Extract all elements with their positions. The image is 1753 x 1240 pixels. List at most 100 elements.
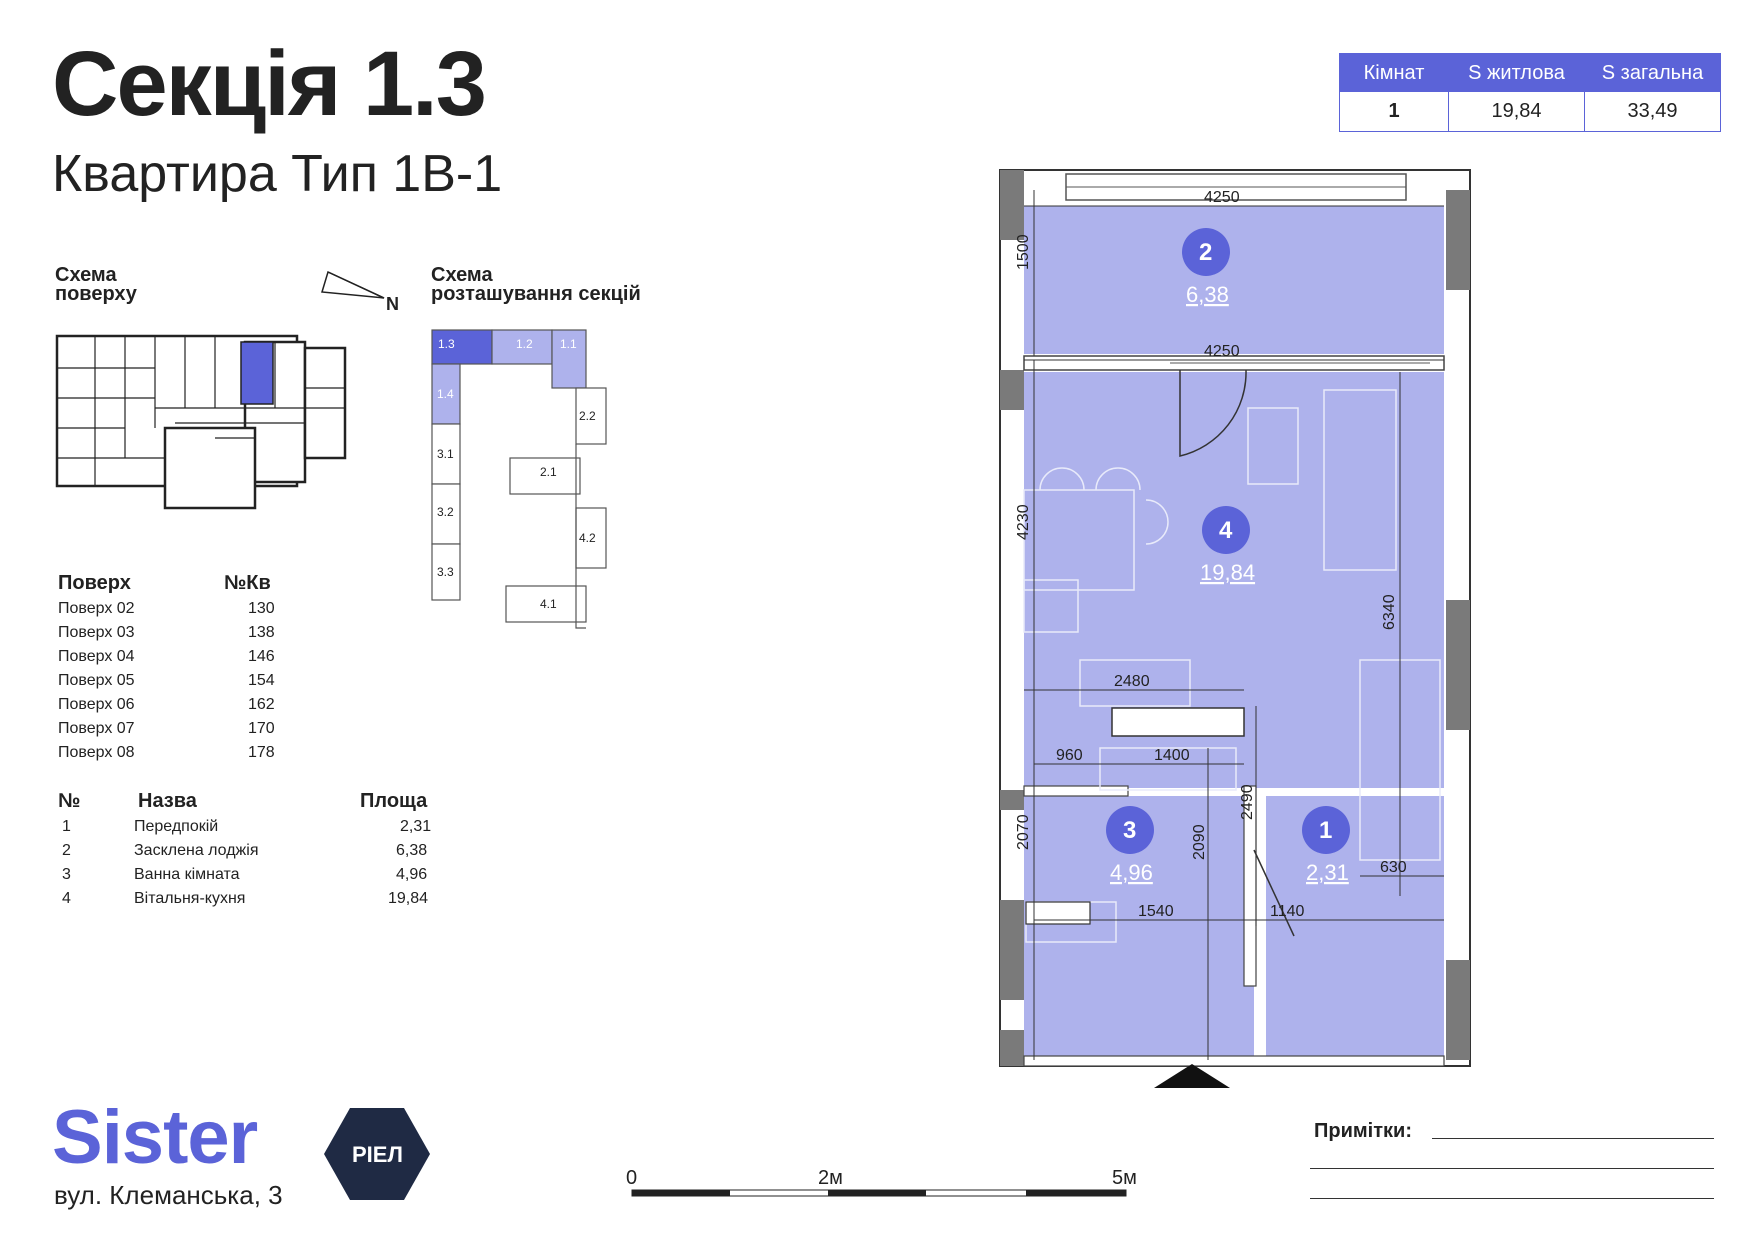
address: вул. Клеманська, 3 xyxy=(54,1180,283,1210)
dim-2490: 2490 xyxy=(1239,784,1256,820)
floor-scheme-label: Схема поверху xyxy=(55,264,137,305)
svg-text:1: 1 xyxy=(1319,817,1332,844)
rooms-col-area: Площа xyxy=(360,790,428,812)
floors-col-floor: Поверх xyxy=(58,572,131,594)
apartment-floor-plan: 4250 1500 4250 4230 6340 2480 960 1400 2… xyxy=(999,169,1471,1088)
summary-living-value: 19,84 xyxy=(1448,92,1584,132)
dim-total-depth: 6340 xyxy=(1381,594,1398,630)
rooms-table: № Назва Площа 1 Передпокій 2,31 2 Заскле… xyxy=(58,790,438,920)
summary-header-rooms: Кімнат xyxy=(1363,62,1425,84)
floors-row-apt: 138 xyxy=(248,624,275,641)
summary-total-value: 33,49 xyxy=(1584,92,1720,132)
floors-row-apt: 178 xyxy=(248,744,275,761)
brand-logo: Sister xyxy=(52,1095,258,1180)
brand-badge-label: РІЕЛ xyxy=(352,1142,403,1167)
section-scheme-label: Схема розташування секцій xyxy=(431,264,641,305)
dim-kitchen: 2480 xyxy=(1114,673,1150,690)
floors-row: Поверх 04 xyxy=(58,648,135,665)
summary-header-total: S загальна xyxy=(1584,54,1720,92)
room-area-2: 6,38 xyxy=(1186,282,1229,307)
rooms-row-num: 3 xyxy=(62,866,71,883)
section-1-3: 1.3 xyxy=(438,337,455,351)
floors-row: Поверх 08 xyxy=(58,744,135,761)
dim-living-depth: 4230 xyxy=(1015,504,1032,540)
room-area-4: 19,84 xyxy=(1200,560,1255,585)
room-badge-1: 1 2,31 xyxy=(1302,806,1350,885)
section-scheme-map: 1.3 1.2 1.1 1.4 2.2 3.1 2.1 3.2 4.2 3.3 … xyxy=(431,329,607,629)
dim-2090: 2090 xyxy=(1191,824,1208,860)
floors-row-apt: 170 xyxy=(248,720,275,737)
dim-1140: 1140 xyxy=(1270,903,1305,920)
floors-row: Поверх 02 xyxy=(58,600,135,617)
rooms-col-num: № xyxy=(58,790,81,812)
floors-row: Поверх 03 xyxy=(58,624,135,641)
scale-label-5m: 5м xyxy=(1112,1167,1137,1189)
room-badge-2: 2 6,38 xyxy=(1182,228,1230,307)
notes-line xyxy=(1432,1138,1714,1139)
notes-line xyxy=(1310,1168,1714,1169)
floors-row-apt: 146 xyxy=(248,648,275,665)
rooms-row-num: 1 xyxy=(62,818,71,835)
dim-living-width: 4250 xyxy=(1204,343,1240,360)
section-1-2: 1.2 xyxy=(516,337,533,351)
room-hallway xyxy=(1266,796,1444,1060)
floors-col-apt: №Кв xyxy=(224,572,271,594)
section-1-1: 1.1 xyxy=(560,337,577,351)
summary-values: 1 19,84 33,49 xyxy=(1340,92,1720,132)
room-badge-4: 4 19,84 xyxy=(1200,506,1255,585)
rooms-row-name: Ванна кімната xyxy=(134,866,240,883)
dim-2070: 2070 xyxy=(1015,814,1032,850)
section-4-2: 4.2 xyxy=(579,531,596,545)
room-area-3: 4,96 xyxy=(1110,860,1153,885)
dim-loggia-width: 4250 xyxy=(1204,189,1240,206)
brand-badge-icon: РІЕЛ xyxy=(324,1108,430,1200)
notes-line xyxy=(1310,1198,1714,1199)
rooms-row-area: 2,31 xyxy=(400,818,432,835)
floors-row-apt: 162 xyxy=(248,696,275,713)
dim-630: 630 xyxy=(1380,859,1407,876)
floors-row: Поверх 06 xyxy=(58,696,135,713)
summary-header-living: S житлова xyxy=(1448,54,1584,92)
floors-row: Поверх 05 xyxy=(58,672,135,689)
summary-rooms-value: 1 xyxy=(1388,100,1400,122)
rooms-row-area: 19,84 xyxy=(388,890,429,907)
apartment-type: Квартира Тип 1B-1 xyxy=(52,145,503,203)
scale-bar: 0 2м 5м xyxy=(626,1167,1137,1197)
north-label: N xyxy=(386,294,399,312)
rooms-row-num: 2 xyxy=(62,842,71,859)
section-2-1: 2.1 xyxy=(540,465,557,479)
dim-1540: 1540 xyxy=(1138,903,1174,920)
room-loggia xyxy=(1024,206,1444,354)
svg-text:3: 3 xyxy=(1123,817,1136,844)
rooms-row-area: 4,96 xyxy=(396,866,428,883)
section-3-3: 3.3 xyxy=(437,565,454,579)
floors-row-apt: 154 xyxy=(248,672,275,689)
room-badge-3: 3 4,96 xyxy=(1106,806,1154,885)
section-3-2: 3.2 xyxy=(437,505,454,519)
dim-1400: 1400 xyxy=(1154,747,1190,764)
summary-table: Кімнат S житлова S загальна 1 19,84 33,4… xyxy=(1339,53,1721,132)
dim-960: 960 xyxy=(1056,747,1083,764)
rooms-row-name: Передпокій xyxy=(134,818,219,835)
section-1-4: 1.4 xyxy=(437,387,454,401)
section-2-2: 2.2 xyxy=(579,409,596,423)
room-area-1: 2,31 xyxy=(1306,860,1349,885)
floors-row-apt: 130 xyxy=(248,600,275,617)
svg-text:4: 4 xyxy=(1219,517,1233,544)
notes-label: Примітки: xyxy=(1314,1120,1412,1142)
svg-text:2: 2 xyxy=(1199,239,1212,266)
scale-label-2m: 2м xyxy=(818,1167,843,1189)
page-title: Секція 1.3 xyxy=(52,33,487,135)
summary-header: Кімнат S житлова S загальна xyxy=(1340,54,1720,92)
section-3-1: 3.1 xyxy=(437,447,454,461)
north-arrow-icon: N xyxy=(321,270,399,312)
rooms-row-name: Вітальня-кухня xyxy=(134,890,246,907)
scale-label-0: 0 xyxy=(626,1167,637,1189)
rooms-row-num: 4 xyxy=(62,890,71,907)
dim-loggia-depth: 1500 xyxy=(1015,234,1032,270)
rooms-row-name: Засклена лоджія xyxy=(134,842,259,859)
section-4-1: 4.1 xyxy=(540,597,557,611)
floors-table: Поверх №Кв Поверх 02 130 Поверх 03 138 П… xyxy=(58,572,288,772)
rooms-col-name: Назва xyxy=(138,790,197,812)
floors-row: Поверх 07 xyxy=(58,720,135,737)
